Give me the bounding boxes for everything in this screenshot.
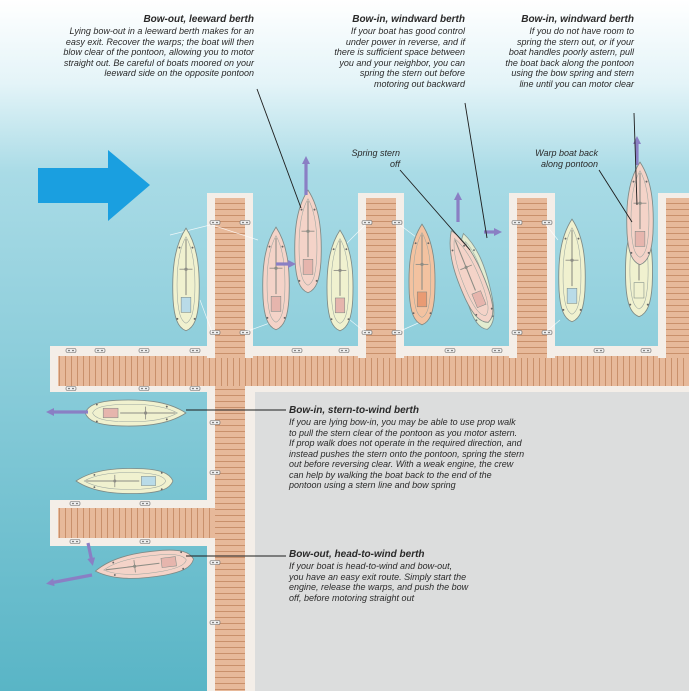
caption-line: using the bow spring and stern [511,68,634,78]
caption-line: there is sufficient space between [334,47,465,57]
caption-line: motoring out backward [373,78,465,89]
caption-bow-out-head-to-wind: Bow-out, head-to-wind berth If your boat… [289,548,529,603]
caption-line: you and your neighbor, you can [339,57,465,68]
caption-title: Bow-in, windward berth [521,14,634,25]
lower-pontoons [50,386,255,691]
caption-line: instead pushes the stern onto the pontoo… [289,448,525,459]
movement-arrow [86,542,96,566]
wind-direction-arrow [38,150,150,221]
caption-line: to pull the stern clear of the pontoon a… [289,427,518,438]
caption-line: boat handles poorly astern, pull [508,47,634,57]
label-line: Spring [351,148,378,158]
label-line: stern off [379,148,400,169]
caption-line: the boat back along the pontoon [505,57,634,68]
caption-title: Bow-out, leeward berth [143,14,254,25]
caption-line: blow clear of the pontoon, allowing you … [63,47,254,57]
caption-line: Lying bow-out in a leeward berth makes f… [69,26,254,36]
caption-bow-in-stern-to-wind: Bow-in, stern-to-wind berth If you are l… [289,404,559,491]
leader-lines [186,88,638,557]
caption-line: pontoon using a stern line and bow sprin… [289,480,456,490]
label-line: along pontoon [540,158,598,169]
caption-bow-out-leeward: Bow-out, leeward berth Lying bow-out in … [40,13,254,79]
caption-line: out before reversing clear. With a weak … [289,459,514,469]
caption-bow-in-windward-1: Bow-in, windward berth If your boat has … [322,13,465,89]
caption-line: spring the stern out before [359,68,465,78]
caption-title: Bow-in, stern-to-wind berth [289,405,419,416]
caption-bow-in-windward-2: Bow-in, windward berth If you do not hav… [490,13,634,89]
caption-line: straight out. Be careful of boats moored… [63,57,254,68]
caption-line: off, before motoring straight out [289,592,415,603]
caption-line: If you do not have room to [529,26,634,36]
shore-land [255,392,689,691]
main-pontoon [50,346,689,392]
caption-line: line until you can motor clear [519,78,634,89]
caption-line: you have an easy exit route. Simply star… [289,571,467,582]
caption-line: If your boat has good control [350,26,465,36]
label-warp-boat-back: Warp boat back along pontoon [518,148,598,169]
caption-line: easy exit. Recover the warps; the boat w… [65,36,254,47]
caption-line: engine, release the warps, and push the … [289,582,469,592]
movement-arrows [46,136,641,587]
caption-line: under power in reverse, and if [345,36,465,47]
caption-line: If your boat is head-to-wind and bow-out… [289,561,453,571]
caption-line: If prop walk does not operate in the req… [289,438,522,448]
label-spring-stern-off: Spring stern off [346,148,400,169]
caption-title: Bow-in, windward berth [352,14,465,25]
caption-line: If you are lying bow-in, you may be able… [289,417,516,427]
movement-arrow [46,573,93,587]
caption-title: Bow-out, head-to-wind berth [289,549,425,560]
caption-line: can help by walking the boat back to the… [289,469,492,480]
label-line: Warp boat back [535,148,598,158]
caption-line: spring the stern out, or if your [516,36,634,47]
caption-line: leeward side on the opposite pontoon [104,68,254,78]
